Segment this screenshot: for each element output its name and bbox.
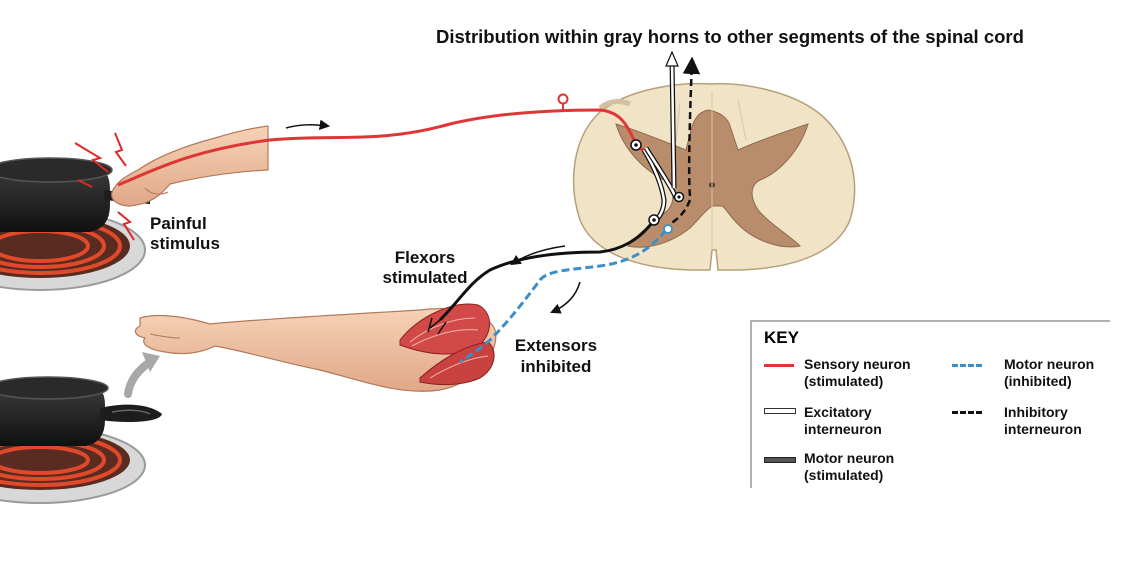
sensory-swatch: [764, 364, 794, 367]
key-legend: KEY Sensory neuron (stimulated) Motor ne…: [750, 320, 1110, 488]
key-item-motor-stimulated: Motor neuron (stimulated): [804, 450, 895, 483]
motor-inhibited-swatch: [952, 364, 982, 367]
key-item-sensory: Sensory neuron (stimulated): [804, 356, 911, 389]
excitatory-swatch: [764, 408, 796, 414]
spinal-cord: [572, 82, 856, 271]
inhibitory-interneuron-path: [669, 56, 701, 226]
lower-arm: [134, 308, 497, 392]
key-item-excitatory: Excitatory interneuron: [804, 404, 882, 437]
direction-arrows: [285, 119, 581, 314]
motor-stimulated-swatch: [764, 457, 796, 463]
motor-neuron-stimulated-path: [427, 214, 660, 335]
pan-bottom: [0, 376, 162, 446]
painful-stimulus-label: Painful stimulus: [150, 214, 220, 253]
withdraw-arrow-icon: [124, 352, 160, 398]
key-item-inhibitory: Inhibitory interneuron: [1004, 404, 1082, 437]
extensor-muscle: [419, 341, 495, 386]
motor-neuron-inhibited-path: [459, 224, 673, 364]
key-title: KEY: [764, 328, 799, 347]
inhibitory-swatch: [952, 411, 982, 414]
flexor-muscle: [399, 303, 490, 355]
upper-arm: [111, 125, 269, 207]
key-item-motor-inhibited: Motor neuron (inhibited): [1004, 356, 1095, 389]
extensors-label: Extensors inhibited: [514, 336, 598, 376]
heat-spark-icon: [74, 132, 135, 241]
diagram-title: Distribution within gray horns to other …: [436, 26, 1024, 47]
flexors-label: Flexors stimulated: [382, 248, 468, 287]
sensory-neuron-path: [117, 93, 645, 187]
